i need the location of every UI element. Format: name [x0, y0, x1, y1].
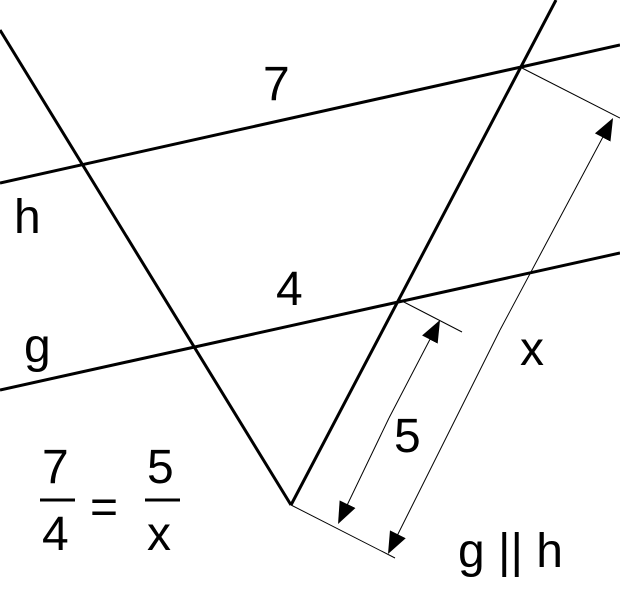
label-h: h — [14, 191, 41, 244]
label-4: 4 — [276, 263, 303, 316]
tick-lower-intersection — [399, 299, 463, 333]
equation-equals: = — [90, 481, 118, 534]
right-ray — [289, 0, 558, 506]
dimension-arrow-5-down — [338, 417, 390, 524]
label-parallel: g || h — [458, 525, 563, 578]
label-7: 7 — [263, 58, 290, 111]
equation: 7 4 = 5 x — [40, 441, 180, 561]
equation-right-denominator: x — [147, 508, 171, 561]
left-ray — [0, 29, 293, 506]
tick-upper-intersection — [519, 66, 620, 119]
label-g: g — [24, 320, 51, 373]
equation-left-denominator: 4 — [42, 508, 69, 561]
equation-left-numerator: 7 — [42, 441, 69, 494]
line-h — [0, 43, 620, 185]
dimension-arrow-x-down — [388, 329, 501, 554]
line-g — [0, 251, 620, 392]
label-5: 5 — [394, 410, 421, 463]
label-x: x — [520, 323, 544, 376]
tick-vertex — [290, 504, 396, 559]
dimension-arrow-5 — [388, 320, 441, 419]
equation-right-numerator: 5 — [147, 441, 174, 494]
dimension-arrow-x — [499, 118, 614, 331]
